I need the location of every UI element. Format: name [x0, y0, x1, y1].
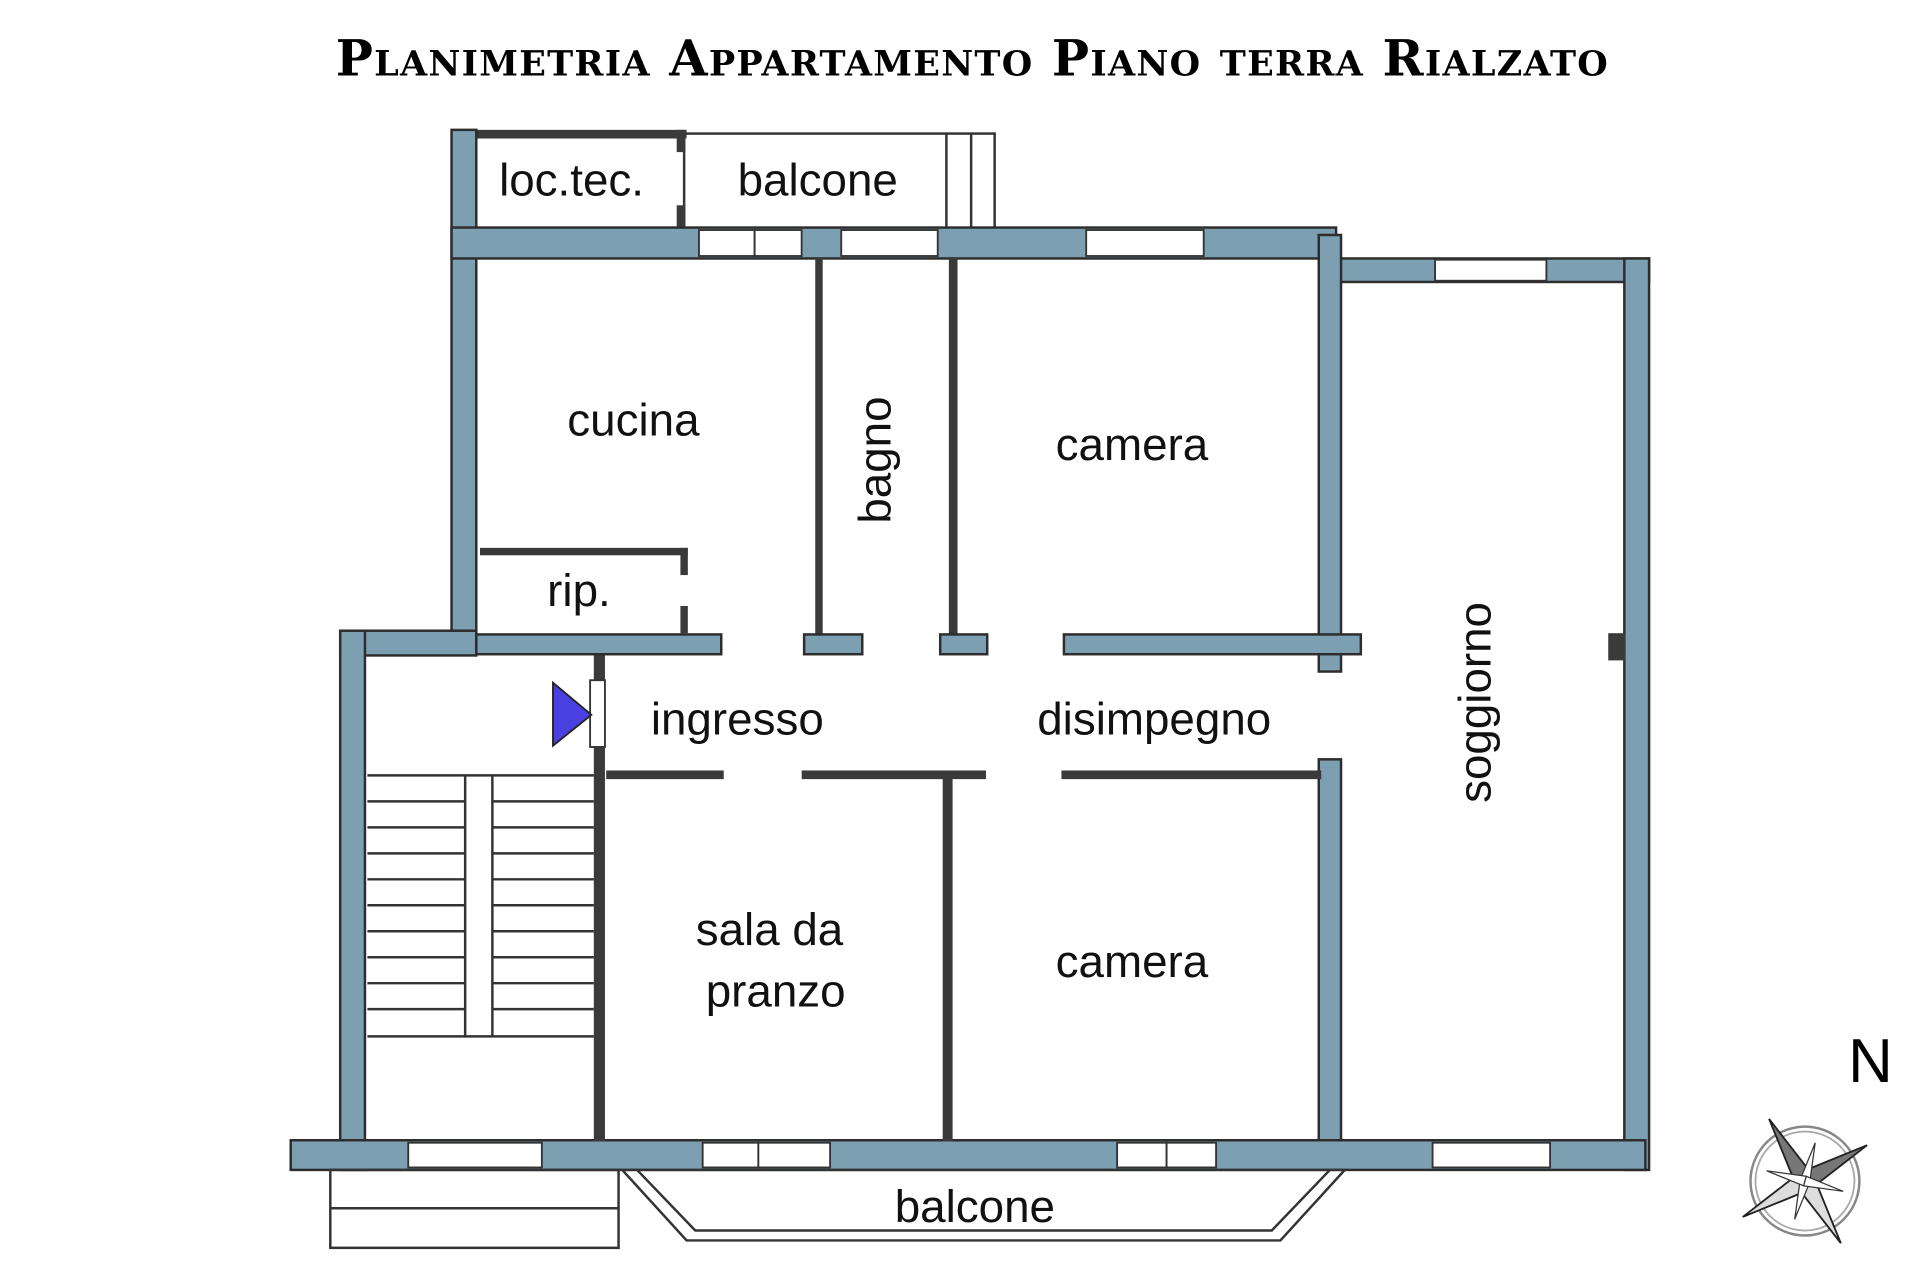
label-disimpegno: disimpegno [1037, 694, 1271, 745]
room-labels: loc.tec. balcone cucina bagno camera rip… [499, 154, 1501, 1231]
entrance-marker-icon [552, 680, 593, 748]
label-balcone-top: balcone [738, 154, 898, 205]
label-loc-tec: loc.tec. [499, 154, 644, 205]
label-camera-top: camera [1056, 419, 1209, 470]
stair-steps [367, 800, 594, 1011]
label-balcone-bottom: balcone [895, 1181, 1055, 1232]
north-label: N [1848, 1027, 1893, 1096]
label-rip: rip. [547, 565, 611, 616]
plan-title: Planimetria Appartamento Piano terra Ria… [336, 29, 1609, 87]
label-cucina: cucina [567, 394, 700, 445]
label-bagno: bagno [850, 396, 901, 523]
label-sala-line2: pranzo [706, 966, 846, 1017]
label-camera-bottom: camera [1056, 936, 1209, 987]
label-ingresso: ingresso [651, 694, 824, 745]
compass-rose-icon [1742, 1118, 1868, 1244]
walls [289, 128, 1651, 1250]
label-soggiorno: soggiorno [1450, 602, 1501, 803]
label-sala-line1: sala da [696, 904, 844, 955]
